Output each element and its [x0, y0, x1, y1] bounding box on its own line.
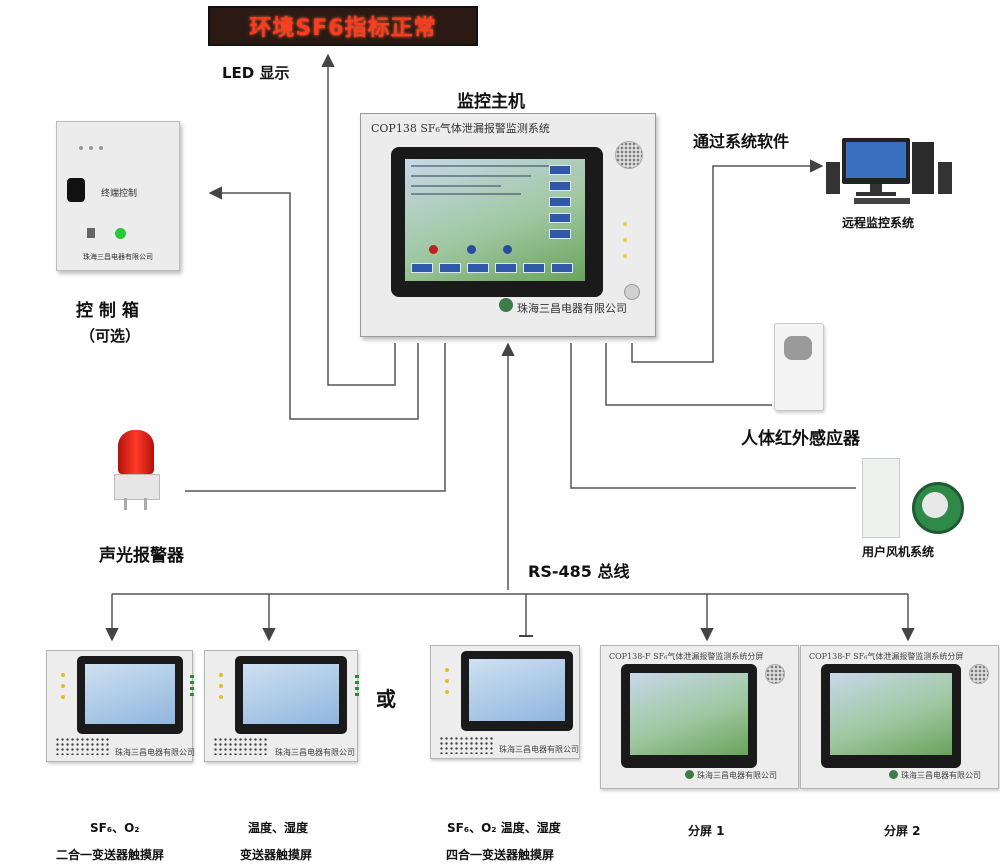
wire-led [321, 53, 396, 386]
key-switch-icon [87, 228, 95, 238]
device-2-company: 珠海三昌电器有限公司 [275, 748, 355, 757]
wire-control-box [208, 186, 419, 420]
device-4-title: COP138-F SF₆气体泄漏报警监测系统分屏 [609, 652, 764, 661]
device-2-name-line1: 温度、湿度 [248, 821, 309, 835]
device-panel-5: COP138-F SF₆气体泄漏报警监测系统分屏 珠海三昌电器有限公司 [800, 645, 999, 789]
wire-fan [570, 343, 856, 489]
device-panel-3: 珠海三昌电器有限公司 [430, 645, 580, 759]
host-device-title: COP138 SF₆气体泄漏报警监测系统 [371, 122, 550, 135]
alarm-icon [112, 430, 160, 514]
device-3-name-line1: SF₆、O₂ 温度、湿度 [447, 821, 561, 835]
host-company: 珠海三昌电器有限公司 [517, 302, 627, 315]
computer-icon [826, 138, 956, 208]
monitor-host: COP138 SF₆气体泄漏报警监测系统 珠海三昌电器有限公司 [360, 113, 656, 337]
device-1-company: 珠海三昌电器有限公司 [115, 748, 195, 757]
device-3-company: 珠海三昌电器有限公司 [499, 745, 579, 754]
or-text: 或 [376, 687, 396, 711]
control-box: 终端控制 珠海三昌电器有限公司 [56, 121, 180, 271]
host-label: 监控主机 [457, 92, 525, 112]
device-2-name-line2: 变送器触摸屏 [240, 848, 313, 862]
control-box-label: 控 制 箱 [76, 301, 139, 321]
led-label: LED 显示 [222, 64, 290, 82]
led-display: 环境SF6指标正常 [208, 6, 478, 46]
pir-sensor-label: 人体红外感应器 [741, 429, 860, 449]
wire-software [631, 159, 824, 363]
wire-alarm [185, 343, 446, 492]
software-device-label: 远程监控系统 [842, 216, 915, 230]
control-box-device-label: 终端控制 [101, 189, 138, 199]
control-box-company: 珠海三昌电器有限公司 [83, 253, 153, 261]
fan-system-label: 用户风机系统 [862, 545, 935, 559]
pir-sensor-icon [774, 323, 824, 411]
host-screen [405, 159, 585, 281]
device-panel-2: 珠海三昌电器有限公司 [204, 650, 359, 762]
speaker-icon [615, 141, 643, 169]
device-panel-4: COP138-F SF₆气体泄漏报警监测系统分屏 珠海三昌电器有限公司 [600, 645, 799, 789]
device-3-name-line2: 四合一变送器触摸屏 [446, 848, 555, 862]
software-label: 通过系统软件 [693, 132, 790, 151]
host-screen-bezel [391, 147, 603, 297]
selector-switch-icon [67, 178, 85, 202]
wire-pir [605, 343, 772, 406]
device-5-title: COP138-F SF₆气体泄漏报警监测系统分屏 [809, 652, 964, 661]
fan-system-icon [858, 458, 964, 538]
device-1-name-line2: 二合一变送器触摸屏 [56, 848, 165, 862]
device-5-company: 珠海三昌电器有限公司 [901, 771, 981, 780]
device-1-name-line1: SF₆、O₂ [90, 821, 140, 835]
device-4-company: 珠海三昌电器有限公司 [697, 771, 777, 780]
device-panel-1: 珠海三昌电器有限公司 [46, 650, 195, 762]
power-button [624, 284, 640, 300]
company-logo-icon [499, 298, 513, 312]
bus-label: RS-485 总线 [528, 562, 630, 581]
led-display-text: 环境SF6指标正常 [249, 16, 437, 41]
device-5-name: 分屏 2 [884, 824, 921, 838]
alarm-label: 声光报警器 [99, 546, 184, 566]
control-box-sublabel: （可选） [80, 327, 141, 345]
device-4-name: 分屏 1 [688, 824, 725, 838]
indicator-light-icon [115, 228, 126, 239]
